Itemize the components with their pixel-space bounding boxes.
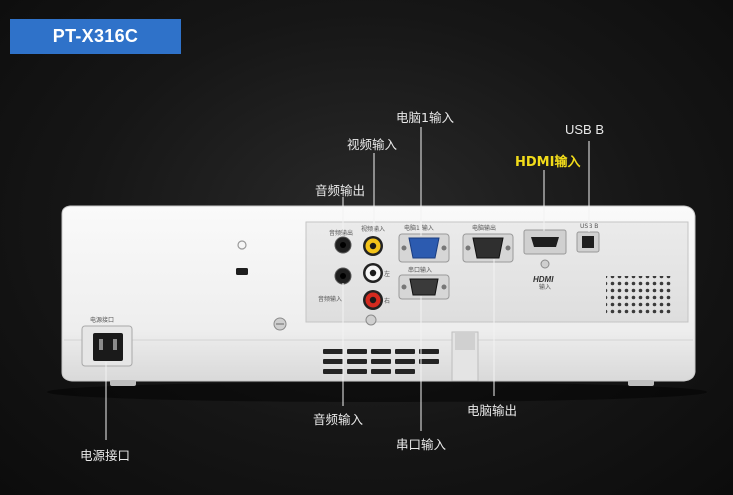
audio-input-jack	[334, 267, 352, 285]
rca-audio-left-jack	[363, 263, 383, 283]
label-hdmi-input: HDMI输入	[515, 155, 581, 170]
label-audio-output: 音频输出	[315, 183, 366, 198]
silkscreen-pc1-in: 电脑1 输入	[404, 224, 434, 232]
callout-leaders	[105, 127, 590, 440]
serial-input-port	[398, 274, 450, 300]
silkscreen-audio-in: 音频输入	[318, 295, 342, 303]
label-serial-input: 串口输入	[396, 437, 447, 452]
silkscreen-serial-in: 串口输入	[408, 266, 432, 274]
audio-output-jack	[334, 236, 352, 254]
label-pc-input-1: 电脑1输入	[396, 110, 454, 125]
silkscreen-left: 左	[384, 270, 390, 278]
vga-pc-input-port	[398, 233, 450, 263]
model-badge: PT-X316C	[10, 19, 181, 54]
silkscreen-video-in: 视频输入	[361, 225, 385, 233]
label-pc-output: 电脑输出	[467, 403, 518, 418]
label-power-socket: 电源接口	[80, 448, 131, 463]
label-usb-b: USB B	[565, 122, 605, 137]
silkscreen-hdmi-in: 输入	[539, 283, 551, 291]
rca-audio-right-jack	[363, 290, 383, 310]
silkscreen-right: 右	[384, 297, 390, 305]
silkscreen-power: 电源接口	[90, 316, 114, 324]
silkscreen-pc-out: 电脑输出	[472, 224, 496, 232]
silkscreen-audio-out: 音频输出	[329, 229, 353, 237]
hdmi-logo: HDMI	[533, 275, 554, 284]
power-socket	[81, 325, 133, 367]
vga-pc-output-port	[462, 233, 514, 263]
label-video-input: 视频输入	[347, 137, 398, 152]
usb-b-port	[576, 231, 600, 253]
rca-video-jack	[363, 236, 383, 256]
hdmi-input-port	[523, 229, 567, 269]
label-audio-input: 音频输入	[313, 412, 364, 427]
